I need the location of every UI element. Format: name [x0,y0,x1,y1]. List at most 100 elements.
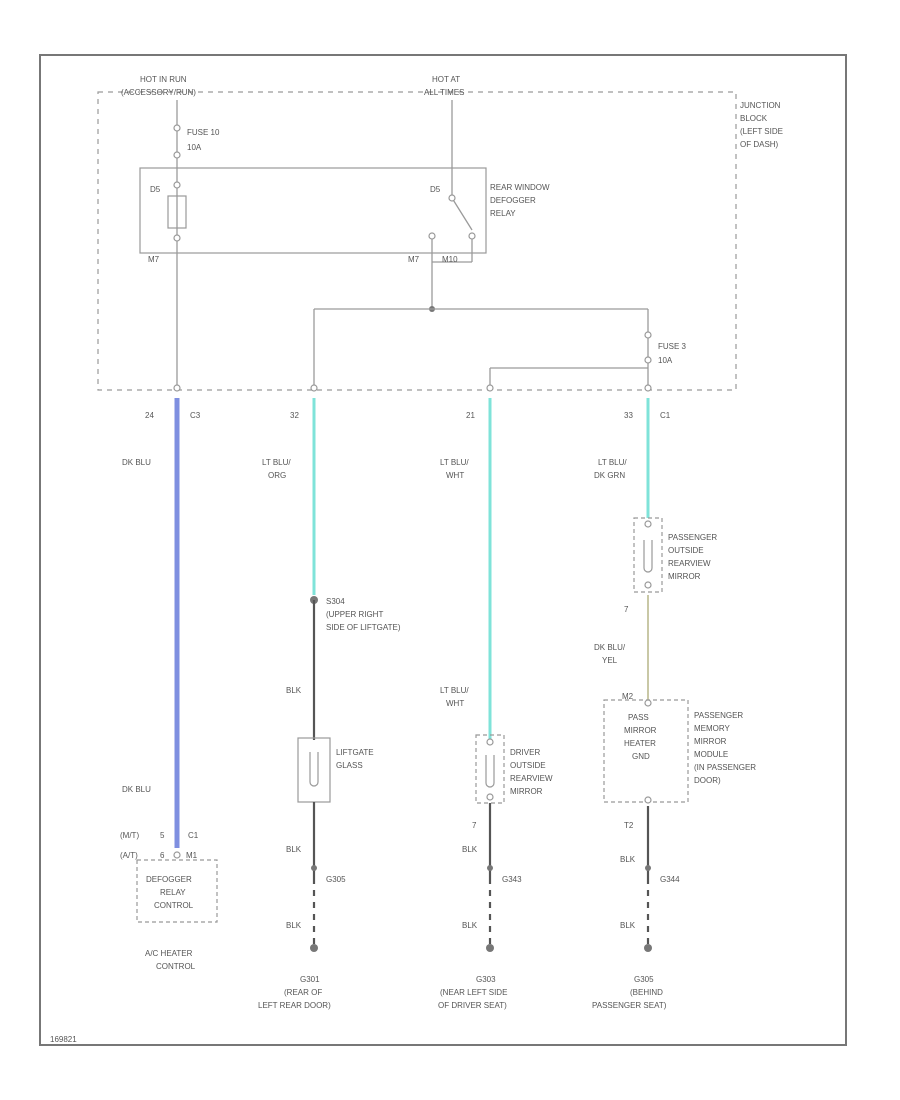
c1-pin-33 [644,384,652,392]
blk-passenger-mid: BLK [620,855,636,864]
module-line4: MODULE [694,750,728,759]
memory-module-pin-label: M2 [622,692,634,701]
c-left-name: C3 [190,411,201,420]
branch3-labels: DRIVER OUTSIDE REARVIEW MIRROR 7 G343 G3… [438,748,553,1010]
driver-mirror-line1: DRIVER [510,748,540,757]
control-labels: (M/T) (A/T) 5 6 C1 M1 DEFOGGER RELAY CON… [120,831,199,971]
relay-coil-pin-bottom [173,234,181,242]
relay-labels: REAR WINDOW DEFOGGER RELAY D5 M7 D5 M7 M… [148,183,550,264]
liftgate-line1: LIFTGATE [336,748,374,757]
footer-id: 169821 [50,1035,77,1044]
memory-module-pin-t2 [644,796,652,804]
pass-mirror-line3: REARVIEW [668,559,711,568]
relay-pin-out: M10 [442,255,458,264]
branch2-labels: S304 (UPPER RIGHT SIDE OF LIFTGATE) LIFT… [258,597,401,1010]
relay-pin-coil-bot: M7 [148,255,160,264]
control-at: (A/T) [120,851,138,860]
hot-in-run-sub: (ACCESSORY/RUN) [121,88,196,97]
connector-labels: 24 C3 32 21 33 C1 [145,411,671,420]
g305-dot [311,865,317,871]
relay-line3: RELAY [490,209,516,218]
g305-line1: (BEHIND [630,988,663,997]
junction-block-boundary [97,91,737,391]
w3-line1: LT BLU/ [440,458,469,467]
liftgate-line2: GLASS [336,761,363,770]
relay-pin-sw-top: D5 [430,185,441,194]
module-line1: PASSENGER [694,711,743,720]
diagram-frame [39,54,847,1046]
relay-switch-contact [468,232,476,240]
c4-pin: 33 [624,411,633,420]
fuse3-amps: 10A [658,356,673,365]
s304-line1: (UPPER RIGHT [326,610,383,619]
module-line2: MEMORY [694,724,731,733]
control-box-line3: CONTROL [154,901,194,910]
g301-line1: (REAR OF [284,988,322,997]
passenger-mirror-pin-bot [644,581,652,589]
top-labels: HOT IN RUN (ACCESSORY/RUN) HOT AT ALL TI… [121,75,464,152]
s304-label: S304 [326,597,345,606]
control-box-line1: DEFOGGER [146,875,192,884]
blk-liftgate-top: BLK [286,686,302,695]
relay-line1: REAR WINDOW [490,183,550,192]
driver-mirror-line2: OUTSIDE [510,761,546,770]
g301-line2: LEFT REAR DOOR) [258,1001,331,1010]
driver-mirror-line4: MIRROR [510,787,543,796]
control-name-line1: A/C HEATER [145,949,193,958]
c3-pin-24 [173,384,181,392]
control-box-line2: RELAY [160,888,186,897]
heater-line3: HEATER [624,739,656,748]
w4-line2: DK GRN [594,471,625,480]
fuse10-amps: 10A [187,143,202,152]
control-pin-mt: 5 [160,831,165,840]
pass-mirror-line4: MIRROR [668,572,701,581]
relay-switch-pin [448,194,456,202]
w3-line2: WHT [446,471,464,480]
heater-line1: PASS [628,713,649,722]
fuse3-label: FUSE 3 [658,342,687,351]
control-pin-at: 6 [160,851,165,860]
relay-line2: DEFOGGER [490,196,536,205]
liftgate-glass-grid [309,752,319,787]
module-line5: (IN PASSENGER [694,763,756,772]
control-pin [173,851,181,859]
g305-label: G305 [634,975,654,984]
relay-switch-blade [451,197,473,231]
heater-line4: GND [632,752,650,761]
passenger-mirror-pin-top [644,520,652,528]
pass-mirror-line2: OUTSIDE [668,546,704,555]
control-conn2: M1 [186,851,198,860]
g305-liftgate-label: G305 [326,875,346,884]
g303-line2: OF DRIVER SEAT) [438,1001,507,1010]
pass-mirror-line1: PASSENGER [668,533,717,542]
g305-ground [644,944,652,952]
g303-ground [486,944,494,952]
fuse10-pin-bottom [173,151,181,159]
blk-driver-bot: BLK [462,921,478,930]
g344-label: G344 [660,875,680,884]
liftgate-glass-box [297,737,331,803]
relay-pin-coil-top: D5 [150,185,161,194]
control-name-line2: CONTROL [156,962,196,971]
control-mt: (M/T) [120,831,139,840]
c2-pin: 32 [290,411,299,420]
module-line6: DOOR) [694,776,721,785]
fuse3-pin-bottom [644,356,652,364]
heater-line2: MIRROR [624,726,657,735]
blk-passenger-bot: BLK [620,921,636,930]
hot-at-all-sub: ALL TIMES [424,88,464,97]
driver-mirror-box [475,734,505,804]
w2-line1: LT BLU/ [262,458,291,467]
c-left-pin: 24 [145,411,154,420]
fuse10-pin-top [173,124,181,132]
module-pin-t2: T2 [624,821,634,830]
passenger-mirror-box [633,517,663,593]
w4b-line2: YEL [602,656,618,665]
g344-dot [645,865,651,871]
blk-liftgate-mid: BLK [286,845,302,854]
branch4-labels: PASSENGER OUTSIDE REARVIEW MIRROR 7 M2 P… [592,533,756,1010]
relay-output-pin [428,232,436,240]
c3-pin-21 [486,384,494,392]
fuse3-pin-top [644,331,652,339]
